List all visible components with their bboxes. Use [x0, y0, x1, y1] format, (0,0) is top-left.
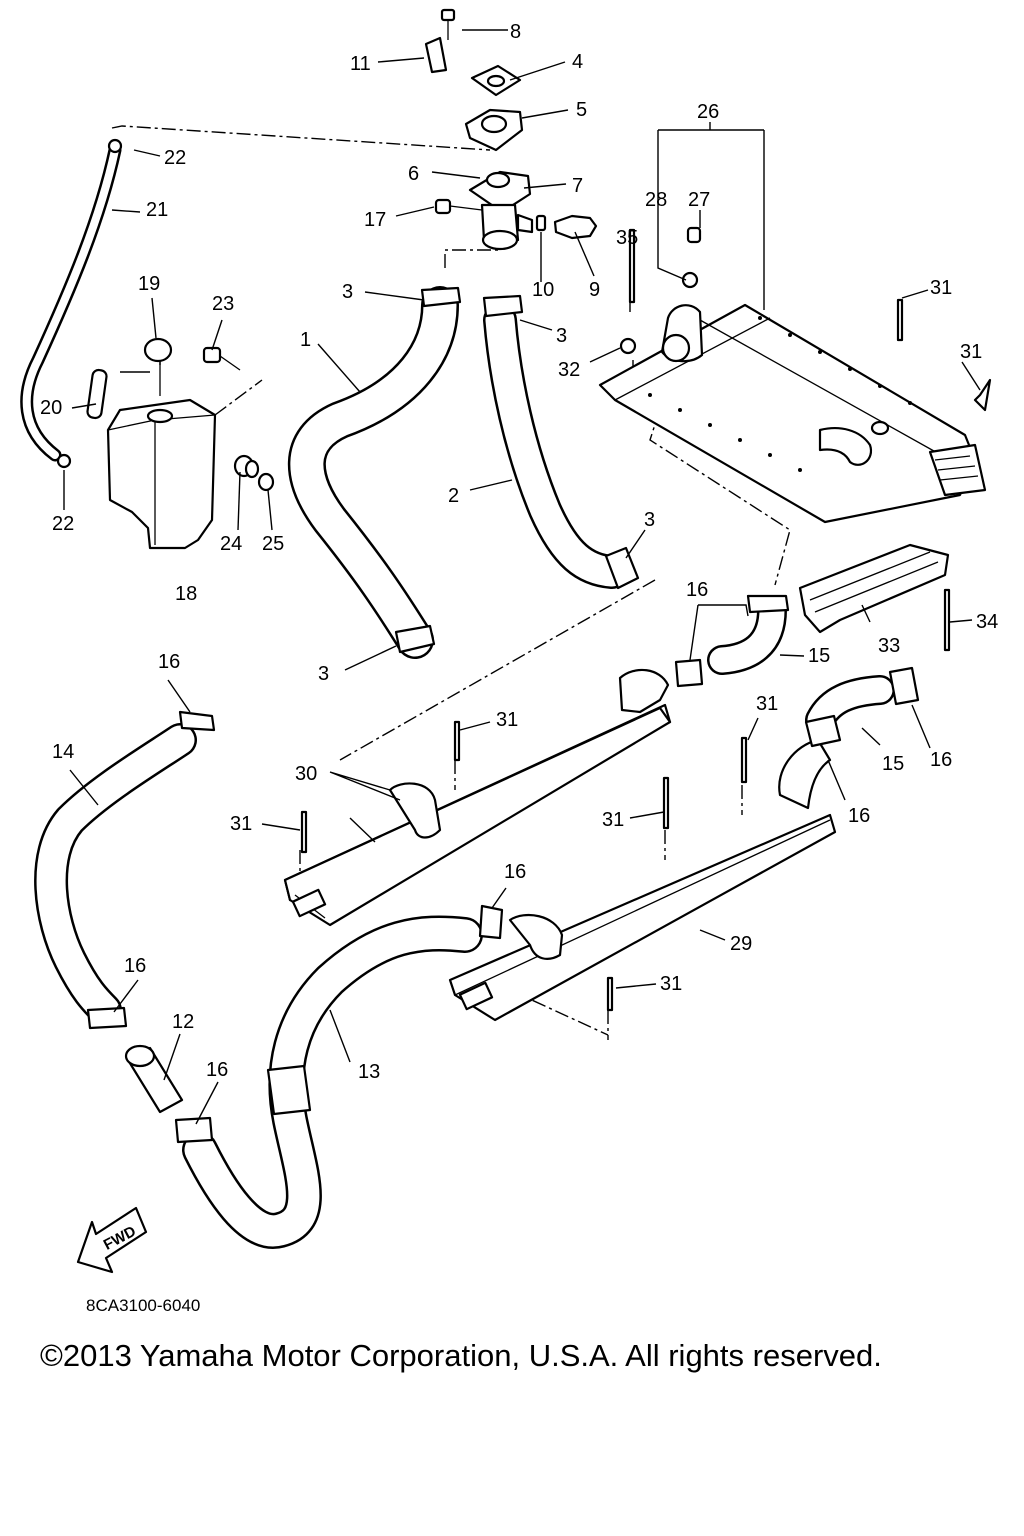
collar-25 [257, 472, 275, 492]
callout-28: 28 [645, 189, 667, 211]
callout-31: 31 [230, 813, 252, 835]
callout-34: 34 [976, 611, 998, 633]
drawing-code: 8CA3100-6040 [86, 1296, 201, 1315]
callout-22: 22 [52, 513, 74, 535]
callout-11: 11 [350, 53, 371, 75]
callout-16: 16 [848, 805, 870, 827]
hose-13 [174, 904, 504, 1249]
callout-35: 35 [616, 227, 638, 249]
grommet-24 [233, 454, 260, 479]
callout-4: 4 [572, 51, 583, 73]
callout-23: 23 [212, 293, 234, 315]
parts-diagram: FWD [20, 8, 998, 1274]
callout-16: 16 [686, 579, 708, 601]
hose-14 [34, 710, 216, 1030]
bolt-23 [202, 346, 241, 371]
callout-15: 15 [882, 753, 904, 775]
callout-16: 16 [158, 651, 180, 673]
bracket-33 [798, 543, 950, 634]
callout-25: 25 [262, 533, 284, 555]
callout-20: 20 [40, 397, 62, 419]
joint-pipe-12 [124, 1044, 184, 1114]
callout-16: 16 [124, 955, 146, 977]
callout-26: 26 [697, 101, 719, 123]
radiator-hose-1 [287, 286, 462, 659]
callout-1: 1 [300, 329, 311, 351]
callout-3: 3 [644, 509, 655, 531]
callout-15: 15 [808, 645, 830, 667]
callout-numbers: 1 2 3 3 3 3 4 5 6 7 8 9 10 11 12 13 14 1… [40, 21, 998, 1083]
forward-direction-arrow: FWD [76, 1206, 148, 1274]
leader-lines [63, 29, 981, 1125]
callout-9: 9 [589, 279, 600, 301]
callout-16: 16 [930, 749, 952, 771]
overflow-hose-21 [20, 138, 123, 469]
callout-18: 18 [175, 583, 197, 605]
callout-10: 10 [532, 279, 554, 301]
callout-16: 16 [504, 861, 526, 883]
callout-17: 17 [364, 209, 386, 231]
callout-31: 31 [660, 973, 682, 995]
callout-30: 30 [295, 763, 317, 785]
hose-15-right [804, 666, 920, 748]
coolant-reservoir-tank [86, 337, 217, 550]
callout-5: 5 [576, 99, 587, 121]
callout-12: 12 [172, 1011, 194, 1033]
heat-exchanger-30 [283, 668, 672, 927]
callout-31: 31 [496, 709, 518, 731]
callout-16: 16 [206, 1059, 228, 1081]
callout-31: 31 [756, 693, 778, 715]
callout-19: 19 [138, 273, 160, 295]
callout-21: 21 [146, 199, 168, 221]
callout-27: 27 [688, 189, 710, 211]
callout-29: 29 [730, 933, 752, 955]
callout-32: 32 [558, 359, 580, 381]
callout-3: 3 [318, 663, 329, 685]
callout-7: 7 [572, 175, 583, 197]
callout-2: 2 [448, 485, 459, 507]
callout-8: 8 [510, 21, 521, 43]
callout-3: 3 [342, 281, 353, 303]
callout-33: 33 [878, 635, 900, 657]
callout-22: 22 [164, 147, 186, 169]
hose-15-upper [674, 594, 790, 688]
radiator-hose-2 [482, 294, 640, 590]
thermostat-housing [424, 8, 598, 251]
callout-3: 3 [556, 325, 567, 347]
callout-6: 6 [408, 163, 419, 185]
callout-31: 31 [930, 277, 952, 299]
callout-14: 14 [52, 741, 74, 763]
heat-exchanger-26 [598, 226, 987, 524]
copyright-notice: ©2013 Yamaha Motor Corporation, U.S.A. A… [40, 1338, 882, 1373]
callout-13: 13 [358, 1061, 380, 1083]
callout-31: 31 [960, 341, 982, 363]
callout-31: 31 [602, 809, 624, 831]
rivets [300, 228, 992, 1012]
heat-exchanger-29 [448, 738, 837, 1022]
callout-24: 24 [220, 533, 242, 555]
